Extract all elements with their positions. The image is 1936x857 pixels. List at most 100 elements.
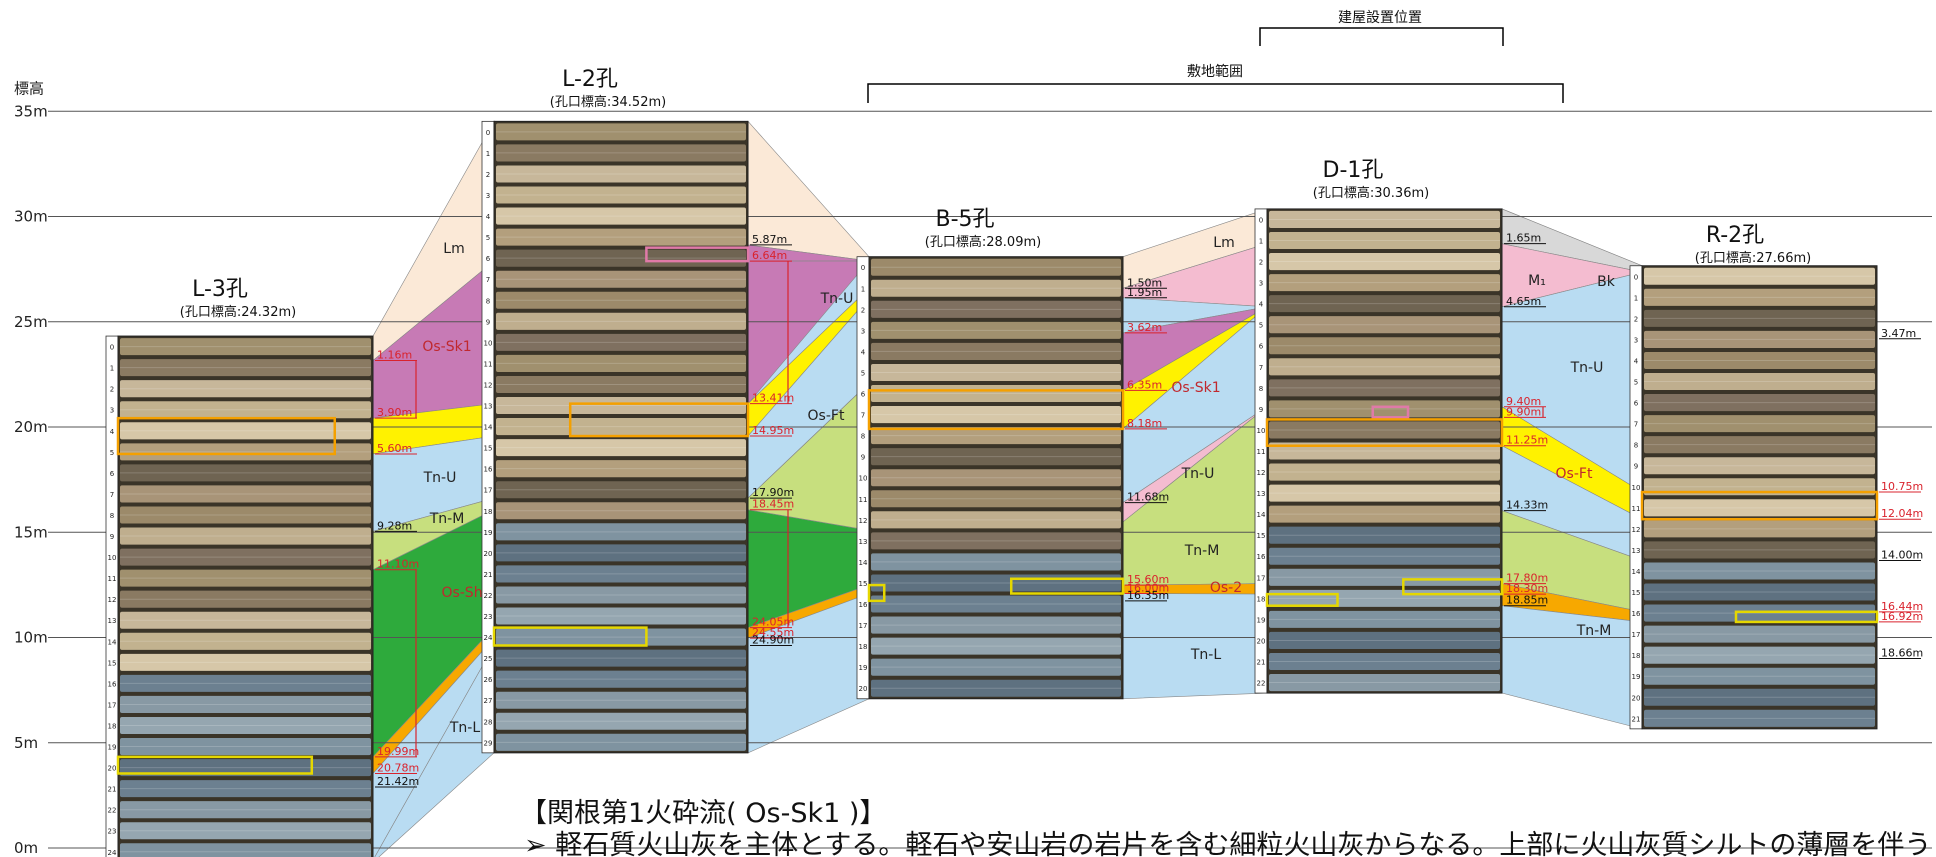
core-segment (496, 691, 746, 709)
depth-tick-label: 3 (1259, 280, 1263, 288)
depth-tick-label: 8 (1634, 442, 1638, 450)
unit-label-OsSh: Os-Sh (441, 585, 482, 601)
unit-label-TnM: Tn-M (429, 511, 465, 527)
tick-label-5m: 5m (14, 734, 38, 752)
core-segment (1269, 210, 1500, 228)
depth-annotations: 1.16m3.90m5.60m9.28m11.10m19.99m20.78m21… (375, 232, 1923, 788)
depth-tick-label: 5 (110, 449, 114, 457)
core-segment (1644, 288, 1875, 306)
core-segment (120, 759, 371, 777)
depth-tick-label: 2 (861, 306, 865, 314)
core-segment (1644, 415, 1875, 433)
unit-label-TnU: Tn-U (820, 291, 854, 307)
depth-label-R-2-4: 16.44m (1881, 600, 1923, 613)
core-segment (496, 460, 746, 478)
depth-tick-label: 2 (110, 386, 114, 394)
core-segment (496, 607, 746, 625)
contact-box-R-2 (1734, 610, 1879, 624)
core-segment (496, 249, 746, 267)
core-segment (871, 300, 1121, 318)
depth-label-B-5-5: 11.68m (1127, 491, 1169, 504)
depth-tick-label: 10 (1257, 427, 1266, 435)
core-segment (120, 780, 371, 798)
depth-label-R-2-5: 16.92m (1881, 610, 1923, 623)
core-segment (871, 469, 1121, 487)
core-segment (1269, 231, 1500, 250)
core-segment (871, 427, 1121, 445)
core-segment (1269, 526, 1500, 544)
core-segment (1269, 568, 1500, 586)
depth-tick-label: 5 (486, 234, 490, 242)
depth-tick-label: 17 (1632, 631, 1641, 639)
contact-box-D-1 (1265, 592, 1339, 607)
core-segment (496, 649, 746, 667)
borehole-name-L-3: L-3孔 (192, 277, 248, 302)
depth-label-L-2-6: 24.05m (752, 616, 794, 629)
core-segment (871, 553, 1121, 571)
building-bracket (1259, 27, 1504, 46)
depth-label-D-1-3: 9.90m (1506, 405, 1541, 418)
core-segment (871, 363, 1121, 382)
depth-label-L-3-5: 19.99m (377, 745, 419, 758)
core-segment (120, 527, 371, 545)
core-segment (1644, 267, 1875, 285)
note-body: ➢ 軽石質火山灰を主体とする。軽石や安山岩の岩片を含む細粒火山灰からなる。上部に… (524, 830, 1930, 857)
core-segment (1644, 499, 1875, 517)
site-bracket (867, 83, 1564, 103)
unit-labels: LmOs-Sk1Tn-UTn-MOs-ShTn-LTn-UOs-FtLmOs-S… (422, 235, 1615, 736)
depth-tick-label: 0 (110, 344, 114, 352)
depth-tick-label: 19 (484, 529, 493, 537)
core-segment (871, 511, 1121, 529)
depth-tick-label: 17 (108, 701, 117, 709)
depth-label-R-2-0: 3.47m (1881, 327, 1916, 340)
core-segment (496, 439, 746, 457)
depth-tick-label: 19 (859, 664, 868, 672)
core-segment (871, 616, 1121, 634)
core-column-D-1: 012345678910111213141516171819202122D-1孔… (1254, 158, 1503, 694)
core-column-R-2: 0123456789101112131415161718192021R-2孔(孔… (1629, 223, 1878, 730)
depth-tick-label: 4 (861, 348, 866, 356)
core-segment (1644, 309, 1875, 327)
depth-label-B-5-7: 16.00m (1127, 582, 1169, 595)
depth-tick-label: 22 (108, 807, 117, 815)
depth-label-B-5-1: 1.95m (1127, 286, 1162, 299)
core-segment (496, 144, 746, 162)
axis-title: 標高 (14, 79, 44, 97)
depth-tick-label: 10 (1632, 484, 1641, 492)
core-segment (120, 464, 371, 482)
core-segment (1644, 436, 1875, 454)
core-column-L-2: 0123456789101112131415161718192021222324… (481, 67, 749, 754)
contact-box-L-3 (116, 416, 336, 456)
core-segment (1644, 351, 1875, 370)
core-segment (120, 611, 371, 629)
borehole-name-R-2: R-2孔 (1706, 223, 1764, 248)
core-segment (496, 354, 746, 372)
core-segment (1644, 709, 1875, 727)
core-segment (1269, 316, 1500, 334)
core-segment (496, 397, 746, 415)
depth-tick-label: 15 (108, 659, 117, 667)
depth-tick-label: 19 (1632, 673, 1641, 681)
depth-tick-label: 11 (1632, 505, 1641, 513)
core-segment (120, 843, 371, 857)
depth-label-B-5-0: 1.50m (1127, 276, 1162, 289)
depth-tick-label: 13 (1257, 490, 1266, 498)
core-segment (120, 422, 371, 440)
unit-label-TnM: Tn-M (1184, 543, 1220, 559)
depth-tick-label: 0 (861, 264, 865, 272)
depth-tick-label: 2 (1259, 259, 1263, 267)
depth-tick-label: 4 (110, 428, 115, 436)
depth-tick-label: 10 (108, 554, 117, 562)
depth-label-L-2-0: 5.87m (752, 233, 787, 246)
unit-label-TnU: Tn-U (423, 470, 457, 486)
depth-tick-label: 9 (486, 318, 490, 326)
depth-tick-label: 6 (486, 255, 491, 263)
depth-label-B-5-4: 8.18m (1127, 417, 1162, 430)
core-segment (871, 658, 1121, 676)
contact-box-D-1 (1265, 418, 1504, 447)
depth-tick-label: 14 (1632, 568, 1641, 576)
unit-label-M1: M₁ (1528, 273, 1546, 289)
depth-tick-label: 11 (484, 360, 493, 368)
depth-label-L-3-3: 9.28m (377, 519, 412, 532)
